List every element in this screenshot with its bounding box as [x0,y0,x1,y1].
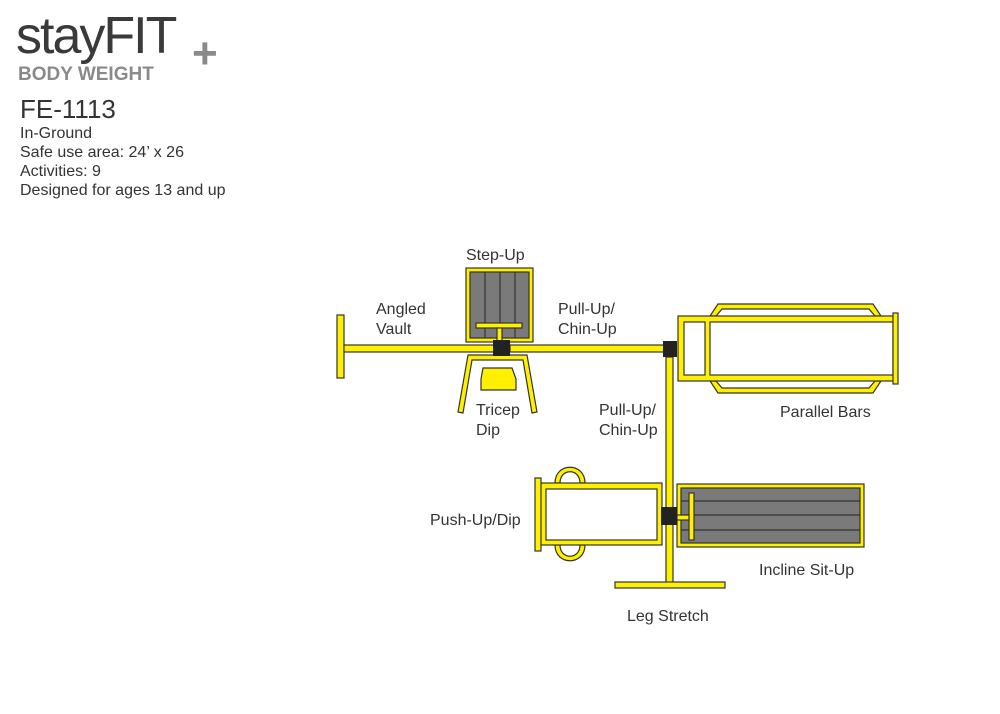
install-type: In-Ground [20,125,93,142]
label-incline-situp: Incline Sit-Up [759,562,855,579]
model-number: FE-1113 [20,94,116,124]
step-up [465,267,534,343]
label-leg-stretch: Leg Stretch [627,608,709,625]
label-step-up: Step-Up [466,247,525,264]
pushup-dip [534,466,663,562]
label-parallel-bars: Parallel Bars [780,404,871,421]
joint-connector [663,341,677,357]
safe-use-area: Safe use area: 24’ x 26 [20,144,184,161]
logo-subtitle: BODY WEIGHT [18,64,154,85]
label-angled-vault: Angled Vault [376,301,426,338]
label-pullup-top: Pull-Up/ Chin-Up [558,301,617,338]
label-pullup-vertical: Pull-Up/ Chin-Up [599,402,658,439]
stayfit-logo: stayFIT BODY WEIGHT + [16,8,226,88]
parallel-bars [677,303,899,394]
pullup-beam-horizontal [509,344,665,353]
logo-brand: stayFIT [16,7,177,65]
incline-situp [676,483,865,548]
joint-connector [493,340,510,356]
tricep-dip [457,354,538,414]
age-range: Designed for ages 13 and up [20,182,226,199]
label-pushup-dip: Push-Up/Dip [430,512,521,529]
activities-count: Activities: 9 [20,163,101,180]
label-tricep-dip: Tricep Dip [476,402,520,439]
leg-stretch [614,356,726,589]
product-info: FE-1113 In-Ground Safe use area: 24’ x 2… [20,94,225,200]
joint-connector [661,507,677,525]
logo-plus: + [192,29,218,78]
